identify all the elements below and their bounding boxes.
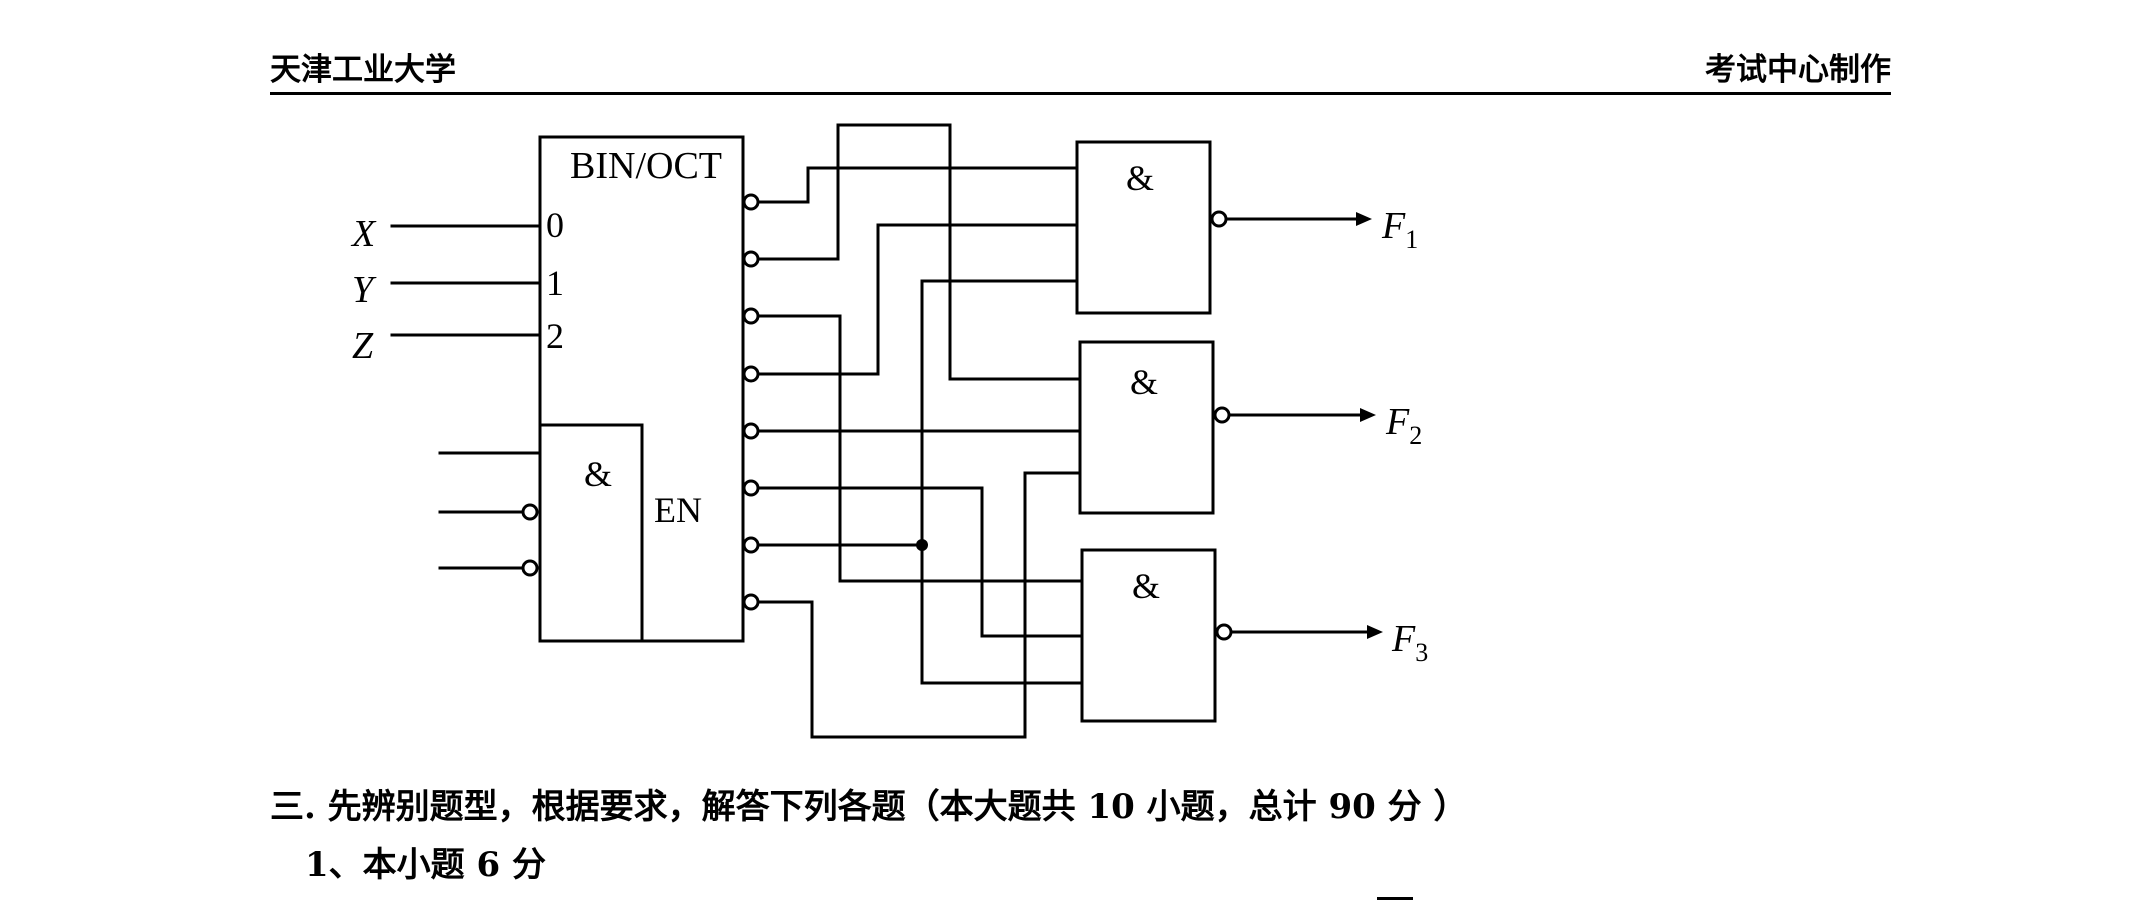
decoder-input-0: 0 — [546, 205, 564, 245]
junction-dot — [916, 539, 928, 551]
section-title: 三. 先辨别题型，根据要求，解答下列各题（本大题共 10 小题，总计 90 分 … — [270, 787, 1468, 827]
decoder-output-bubble-6 — [742, 536, 760, 554]
output-label-f3: F3 — [1391, 618, 1428, 667]
decoder-input-1: 1 — [546, 263, 564, 303]
wire-out6-down — [920, 543, 1084, 685]
input-label-y: Y — [352, 269, 377, 311]
output-arrow-3 — [1367, 625, 1383, 639]
decoder-input-2: 2 — [546, 316, 564, 356]
header-rule — [270, 92, 1891, 95]
wire-out7 — [756, 471, 1082, 739]
input-label-z: Z — [352, 325, 374, 367]
decoder-output-bubble-2 — [742, 307, 760, 325]
gate-2-label: & — [1130, 362, 1158, 402]
enable-label: EN — [654, 490, 702, 530]
wire-out6-up — [920, 279, 1079, 547]
gate-2-output-bubble — [1213, 406, 1231, 424]
wire-out1 — [756, 123, 1082, 381]
output-arrow-1 — [1356, 212, 1372, 226]
header-university: 天津工业大学 — [270, 52, 456, 88]
decoder-output-bubble-7 — [742, 593, 760, 611]
enable-bubble-2 — [521, 503, 539, 521]
gate-3-label: & — [1132, 566, 1160, 606]
output-label-f1: F1 — [1381, 205, 1418, 254]
wire-out3 — [756, 223, 1079, 376]
header-producer: 考试中心制作 — [1705, 52, 1891, 88]
output-arrow-2 — [1360, 408, 1376, 422]
gate-3-output-bubble — [1215, 623, 1233, 641]
gate-1-label: & — [1126, 158, 1154, 198]
wire-out2 — [756, 314, 1084, 583]
decoder-label: BIN/OCT — [570, 145, 722, 187]
decoder-output-bubble-4 — [742, 422, 760, 440]
enable-gate-box — [538, 423, 644, 643]
gate-1-output-bubble — [1210, 210, 1228, 228]
nand-gate-2-box — [1078, 340, 1215, 515]
decoder-output-bubble-5 — [742, 479, 760, 497]
decoder-output-bubble-0 — [742, 193, 760, 211]
wire-out0 — [756, 166, 1079, 204]
decoder-output-bubble-1 — [742, 250, 760, 268]
question-heading: 1、本小题 6 分 — [305, 845, 546, 885]
output-label-f2: F2 — [1385, 401, 1422, 450]
wire-out5 — [756, 486, 1084, 638]
enable-bubble-3 — [521, 559, 539, 577]
enable-gate-label: & — [584, 454, 612, 494]
decoder-output-bubble-3 — [742, 365, 760, 383]
nand-gate-1-box — [1075, 140, 1212, 315]
input-label-x: X — [350, 213, 377, 255]
overline-mark — [1377, 897, 1413, 900]
